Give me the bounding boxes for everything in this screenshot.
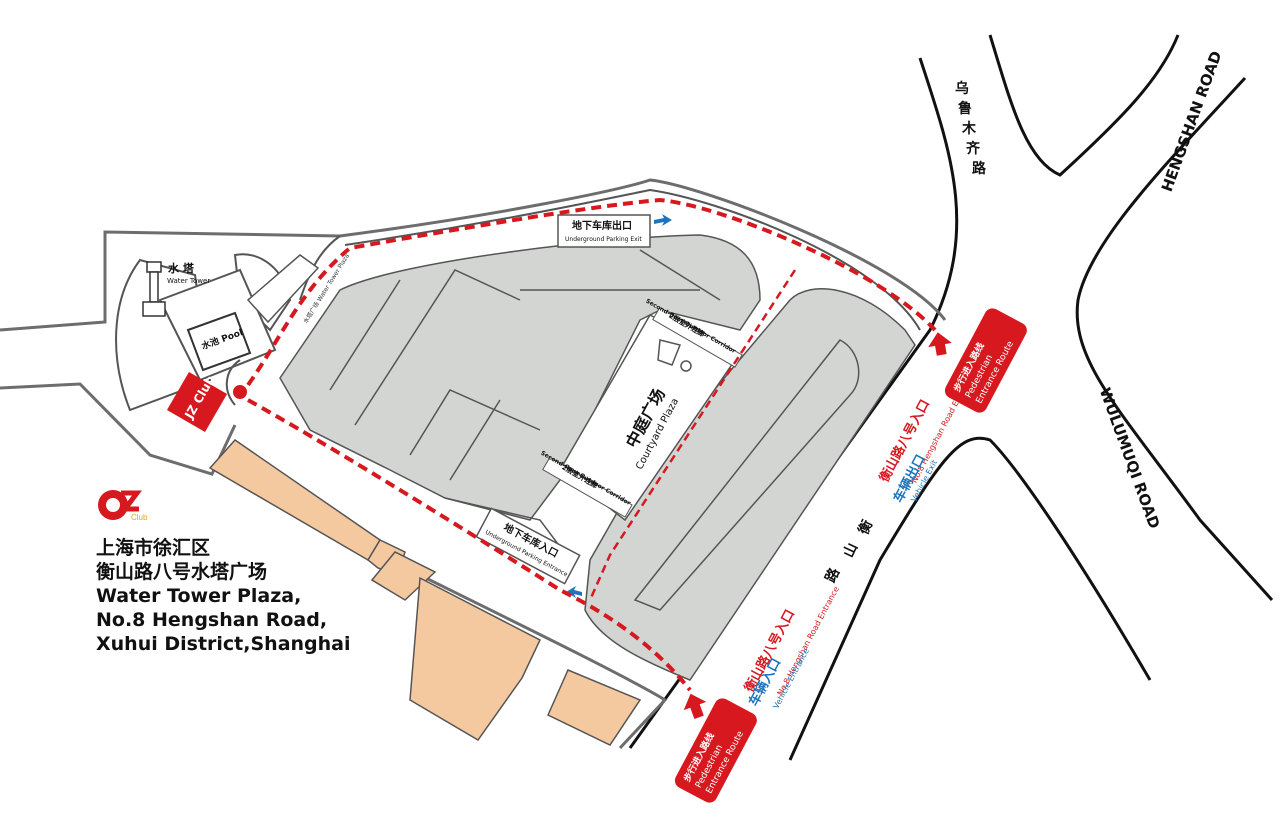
main-building-west	[279, 234, 761, 521]
hengshan-cn-label: 衡 山 路	[822, 517, 876, 585]
wulumuqi-char: 齐	[966, 140, 981, 157]
hengshan-char: 衡	[855, 517, 876, 537]
vehicle-entrance-label-en: Vehicle Entrance	[772, 647, 811, 710]
water-tower-icon	[142, 261, 166, 317]
water-tower-label: 水 塔	[168, 261, 195, 275]
pedestrian-badge-lower[interactable]: 步行进入路线 Pedestrian Entrance Route	[672, 696, 760, 806]
water-tower-area	[115, 253, 320, 412]
jz-club-marker[interactable]: JZ Club	[166, 371, 228, 433]
pedestrian-arrow-upper-icon	[928, 332, 952, 356]
parking-exit[interactable]: 地下车库出口 Underground Parking Exit	[557, 214, 651, 248]
jz-club-logo: Club	[98, 490, 148, 522]
wulumuqi-char: 鲁	[957, 100, 972, 117]
route-corridor	[588, 269, 797, 601]
hengshan-char: 路	[822, 564, 844, 585]
wulumuqi-cn-label: 乌 鲁 木 齐 路	[955, 80, 987, 177]
wulumuqi-char: 乌	[955, 80, 969, 97]
address-line-3: Water Tower Plaza,	[96, 585, 302, 607]
pedestrian-route	[246, 197, 937, 692]
pedestrian-badge-upper[interactable]: 步行进入路线 Pedestrian Entrance Route	[942, 306, 1030, 416]
hengshan-road-label: HENGSHAN ROAD	[1158, 49, 1226, 195]
water-tower-label-en: Water Tower	[167, 277, 210, 285]
neighbor-buildings	[208, 439, 642, 746]
parking-exit-arrow-icon	[654, 214, 672, 226]
site-inner-outline	[299, 188, 921, 331]
road-curbs	[628, 34, 1274, 761]
pedestrian-arrow-lower-icon	[683, 693, 707, 719]
address-line-4: No.8 Hengshan Road,	[96, 609, 328, 631]
address-line-5: Xuhui District,Shanghai	[96, 633, 351, 655]
parking-entrance-arrow-icon	[566, 586, 582, 598]
parking-exit-label-en: Underground Parking Exit	[565, 236, 642, 243]
wulumuqi-char: 木	[961, 120, 977, 137]
address-block: 上海市徐汇区 衡山路八号水塔广场 Water Tower Plaza, No.8…	[96, 536, 351, 656]
main-building-east	[584, 288, 916, 681]
address-line-1: 上海市徐汇区	[96, 537, 211, 559]
logo-text: Club	[131, 513, 148, 522]
hengshan-char: 山	[841, 541, 861, 560]
building-east-lines	[633, 339, 860, 611]
jz-club-pin-icon	[231, 383, 249, 401]
parking-exit-label: 地下车库出口	[572, 219, 632, 232]
wulumuqi-char: 路	[972, 160, 987, 177]
address-line-2: 衡山路八号水塔广场	[96, 561, 268, 583]
